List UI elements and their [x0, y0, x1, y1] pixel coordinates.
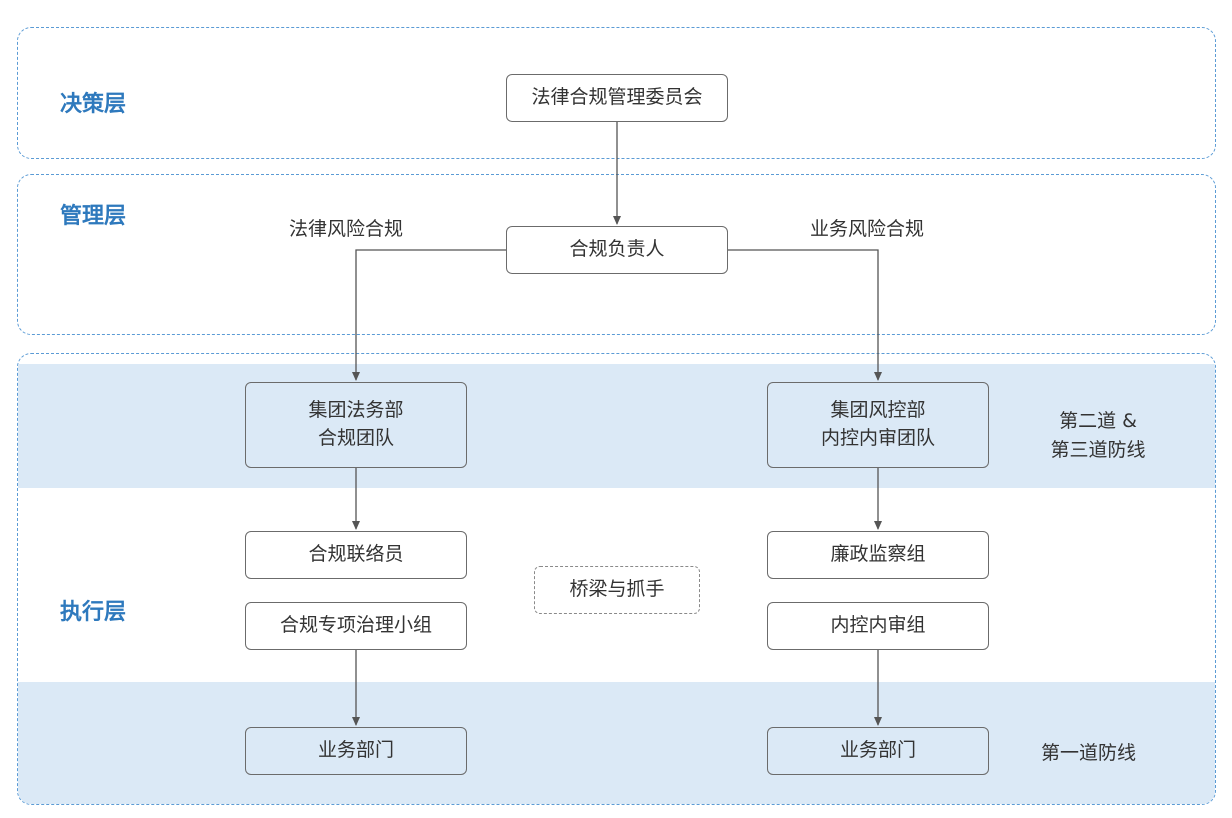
second-third-defense-band [18, 364, 1215, 488]
first-defense-label: 第一道防线 [1041, 742, 1137, 764]
second-third-defense-line2: 第三道防线 [1050, 439, 1146, 462]
execution-layer [17, 353, 1216, 805]
bridge-and-lever-node: 桥梁与抓手 [534, 566, 700, 614]
compliance-liaison-label: 合规联络员 [308, 543, 404, 566]
compliance-team-label: 合规团队 [317, 427, 394, 449]
business-dept-left-label: 业务部门 [317, 739, 394, 762]
business-dept-left-node: 业务部门 [245, 727, 467, 775]
decision-layer-label: 决策层 [60, 92, 127, 117]
business-risk-branch-label: 业务风险合规 [810, 218, 925, 240]
management-layer-label: 管理层 [60, 204, 127, 229]
execution-layer-label: 执行层 [60, 600, 127, 625]
legal-compliance-committee-node: 法律合规管理委员会 [506, 74, 728, 122]
compliance-head-label: 合规负责人 [569, 238, 665, 261]
internal-control-audit-group-label: 内控内审组 [830, 614, 926, 637]
internal-control-audit-group-node: 内控内审组 [767, 602, 989, 650]
compliance-governance-team-label: 合规专项治理小组 [279, 614, 432, 637]
legal-compliance-committee-label: 法律合规管理委员会 [531, 86, 703, 109]
second-third-defense-label: 第二道 & 第三道防线 [1036, 407, 1160, 466]
group-legal-dept-node: 集团法务部 合规团队 [245, 382, 467, 468]
second-third-defense-line1: 第二道 & [1059, 410, 1137, 432]
compliance-governance-team-node: 合规专项治理小组 [245, 602, 467, 650]
bridge-and-lever-label: 桥梁与抓手 [569, 578, 665, 601]
group-risk-control-dept-node: 集团风控部 内控内审团队 [767, 382, 989, 468]
first-defense-band [18, 682, 1215, 804]
compliance-liaison-node: 合规联络员 [245, 531, 467, 579]
compliance-head-node: 合规负责人 [506, 226, 728, 274]
group-risk-control-dept-label: 集团风控部 [830, 399, 926, 422]
internal-control-audit-team-label: 内控内审团队 [820, 427, 935, 449]
business-dept-right-node: 业务部门 [767, 727, 989, 775]
group-legal-dept-label: 集团法务部 [308, 399, 404, 422]
legal-risk-branch-label: 法律风险合规 [289, 218, 404, 240]
integrity-supervision-team-node: 廉政监察组 [767, 531, 989, 579]
business-dept-right-label: 业务部门 [839, 739, 916, 762]
integrity-supervision-team-label: 廉政监察组 [830, 543, 926, 566]
